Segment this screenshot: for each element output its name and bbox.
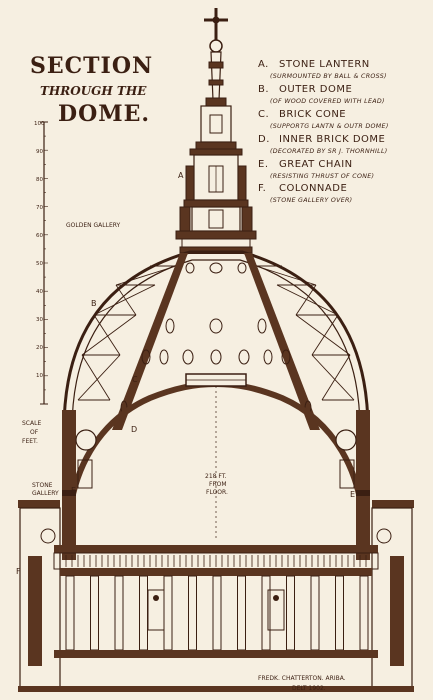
scale-label-line1: SCALE: [22, 420, 41, 427]
inner-brick-dome: [65, 373, 367, 541]
legend-desc-b: (OF WOOD COVERED WITH LEAD): [270, 98, 385, 105]
label-a: A: [178, 171, 184, 180]
legend-key-d: D.: [258, 134, 270, 145]
legend-name-c: BRICK CONE: [279, 109, 346, 120]
stone-lantern: [175, 8, 257, 254]
label-b: B: [91, 299, 97, 308]
colonnade-column: [286, 575, 295, 651]
label-stone-gallery-1: STONE: [32, 482, 53, 489]
colonnade-column: [114, 575, 124, 651]
legend-key-c: C.: [258, 109, 269, 120]
title-dome: DOME.: [58, 101, 150, 127]
credit-line2: DELT 1902.: [292, 685, 326, 692]
credit-line1: FREDK. CHATTERTON. ARIBA.: [258, 675, 346, 682]
title-section: SECTION: [30, 53, 153, 79]
legend-key-e: E.: [258, 159, 269, 170]
label-d: D: [131, 425, 137, 434]
scale-tick-70: 70: [36, 205, 43, 211]
legend-name-a: STONE LANTERN: [279, 59, 370, 70]
label-e-right: E: [350, 490, 355, 499]
scale-tick-80: 80: [36, 177, 43, 183]
scale-tick-60: 60: [36, 233, 43, 239]
colonnade-base: [18, 500, 414, 692]
legend-name-d: INNER BRICK DOME: [279, 134, 385, 145]
colonnade-column: [65, 575, 75, 651]
label-e-left: E: [71, 486, 76, 495]
drum-walls: [62, 410, 370, 560]
legend-key-a: A.: [258, 59, 269, 70]
label-stone-gallery-2: GALLERY: [32, 490, 59, 497]
legend-name-b: OUTER DOME: [279, 84, 352, 95]
colonnade-column: [188, 575, 197, 651]
label-f: F: [16, 567, 21, 576]
scale-tick-10: 10: [36, 373, 43, 379]
height-label-3: FLOOR.: [206, 489, 228, 496]
scale-tick-90: 90: [36, 149, 43, 155]
scale-bar: 100 90 80 70 60 50 40 30 20 10 SCALE OF …: [22, 121, 48, 445]
legend-desc-e: (RESISTING THRUST OF CONE): [270, 173, 374, 180]
outer-dome-timber-right: [255, 265, 355, 401]
colonnade-column: [90, 575, 99, 651]
outer-dome: [62, 250, 370, 431]
scale-tick-100: 100: [34, 121, 45, 127]
colonnade-column: [310, 575, 320, 651]
scale-label-line2: OF: [30, 429, 39, 436]
legend-key-f: F.: [258, 183, 266, 194]
label-c: C: [132, 375, 138, 384]
label-golden-gallery: GOLDEN GALLERY: [66, 222, 121, 229]
legend-desc-a: (SURMOUNTED BY BALL & CROSS): [270, 73, 387, 80]
colonnade-column: [139, 575, 148, 651]
colonnade-column: [335, 575, 344, 651]
scale-tick-40: 40: [36, 289, 43, 295]
legend-desc-f: (STONE GALLERY OVER): [270, 197, 352, 204]
scale-label-line3: FEET.: [22, 438, 38, 445]
scale-tick-20: 20: [36, 345, 43, 351]
scale-tick-50: 50: [36, 261, 43, 267]
colonnade-column: [212, 575, 222, 651]
colonnade-column: [163, 575, 173, 651]
legend: A. STONE LANTERN (SURMOUNTED BY BALL & C…: [258, 59, 389, 204]
legend-key-b: B.: [258, 84, 269, 95]
outer-dome-timber-left: [77, 265, 177, 401]
scale-tick-30: 30: [36, 317, 43, 323]
legend-desc-c: (SUPPORTG LANTN & OUTR DOME): [270, 123, 389, 130]
colonnade-column: [359, 575, 369, 651]
colonnade-column: [261, 575, 271, 651]
height-label-1: 218 FT.: [205, 473, 227, 480]
colonnade-column: [237, 575, 246, 651]
legend-desc-d: (DECORATED BY SR J. THORNHILL): [270, 148, 388, 155]
legend-name-f: COLONNADE: [279, 183, 347, 194]
height-label-2: FROM: [209, 481, 227, 488]
legend-name-e: GREAT CHAIN: [279, 159, 353, 170]
title-through-the: THROUGH THE: [40, 84, 147, 98]
